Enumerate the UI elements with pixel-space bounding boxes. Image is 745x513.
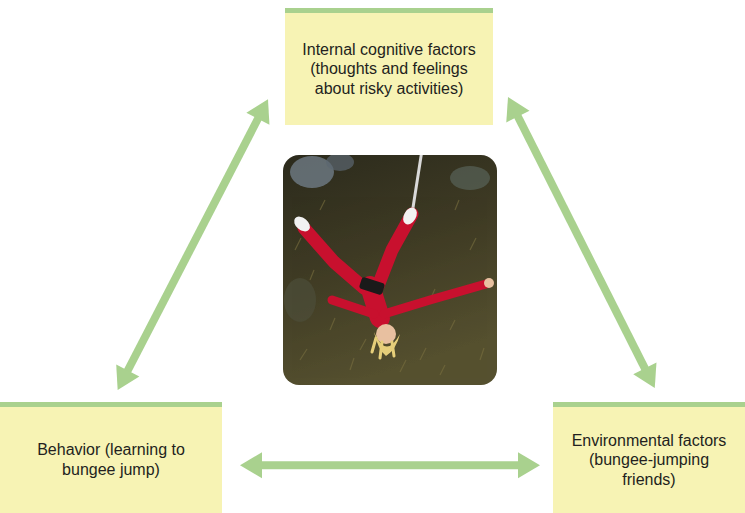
arrow-head	[506, 97, 529, 122]
jumper-harness	[359, 277, 386, 296]
double-arrow	[116, 99, 269, 390]
box-label: Internal cognitive factors (thoughts and…	[295, 40, 483, 99]
bungee-photo	[283, 155, 497, 385]
rock	[326, 155, 354, 171]
arrow-shaft	[260, 461, 520, 469]
grass-texture	[295, 200, 484, 375]
double-arrow	[506, 97, 656, 388]
box-label: Environmental factors (bungee-jumping fr…	[563, 431, 735, 490]
jumper-shoe	[400, 205, 419, 227]
photo-ground	[283, 155, 497, 385]
jumper-hair	[374, 332, 400, 356]
bungee-cord	[412, 155, 422, 214]
rock	[284, 278, 316, 322]
jumper-arm	[384, 284, 486, 314]
arrow-head	[246, 99, 269, 125]
box-label: Behavior (learning to bungee jump)	[10, 440, 212, 479]
factor-box: Environmental factors (bungee-jumping fr…	[553, 402, 745, 513]
jumper-hand	[484, 278, 494, 288]
jumper-hair	[372, 338, 394, 358]
arrow-head	[116, 364, 139, 390]
factor-box: Behavior (learning to bungee jump)	[0, 402, 222, 513]
arrow-shaft	[127, 117, 259, 372]
jumper-leg	[378, 214, 412, 286]
jumper-leg	[304, 228, 364, 288]
jumper-shoe	[291, 214, 313, 235]
arrow-head	[240, 452, 262, 478]
arrow-head	[518, 452, 540, 478]
jumper-arm	[332, 300, 374, 314]
double-arrow	[240, 452, 540, 478]
arrow-shaft	[517, 115, 646, 370]
factor-box: Internal cognitive factors (thoughts and…	[285, 8, 493, 125]
arrow-head	[633, 363, 656, 388]
rock	[450, 166, 490, 190]
